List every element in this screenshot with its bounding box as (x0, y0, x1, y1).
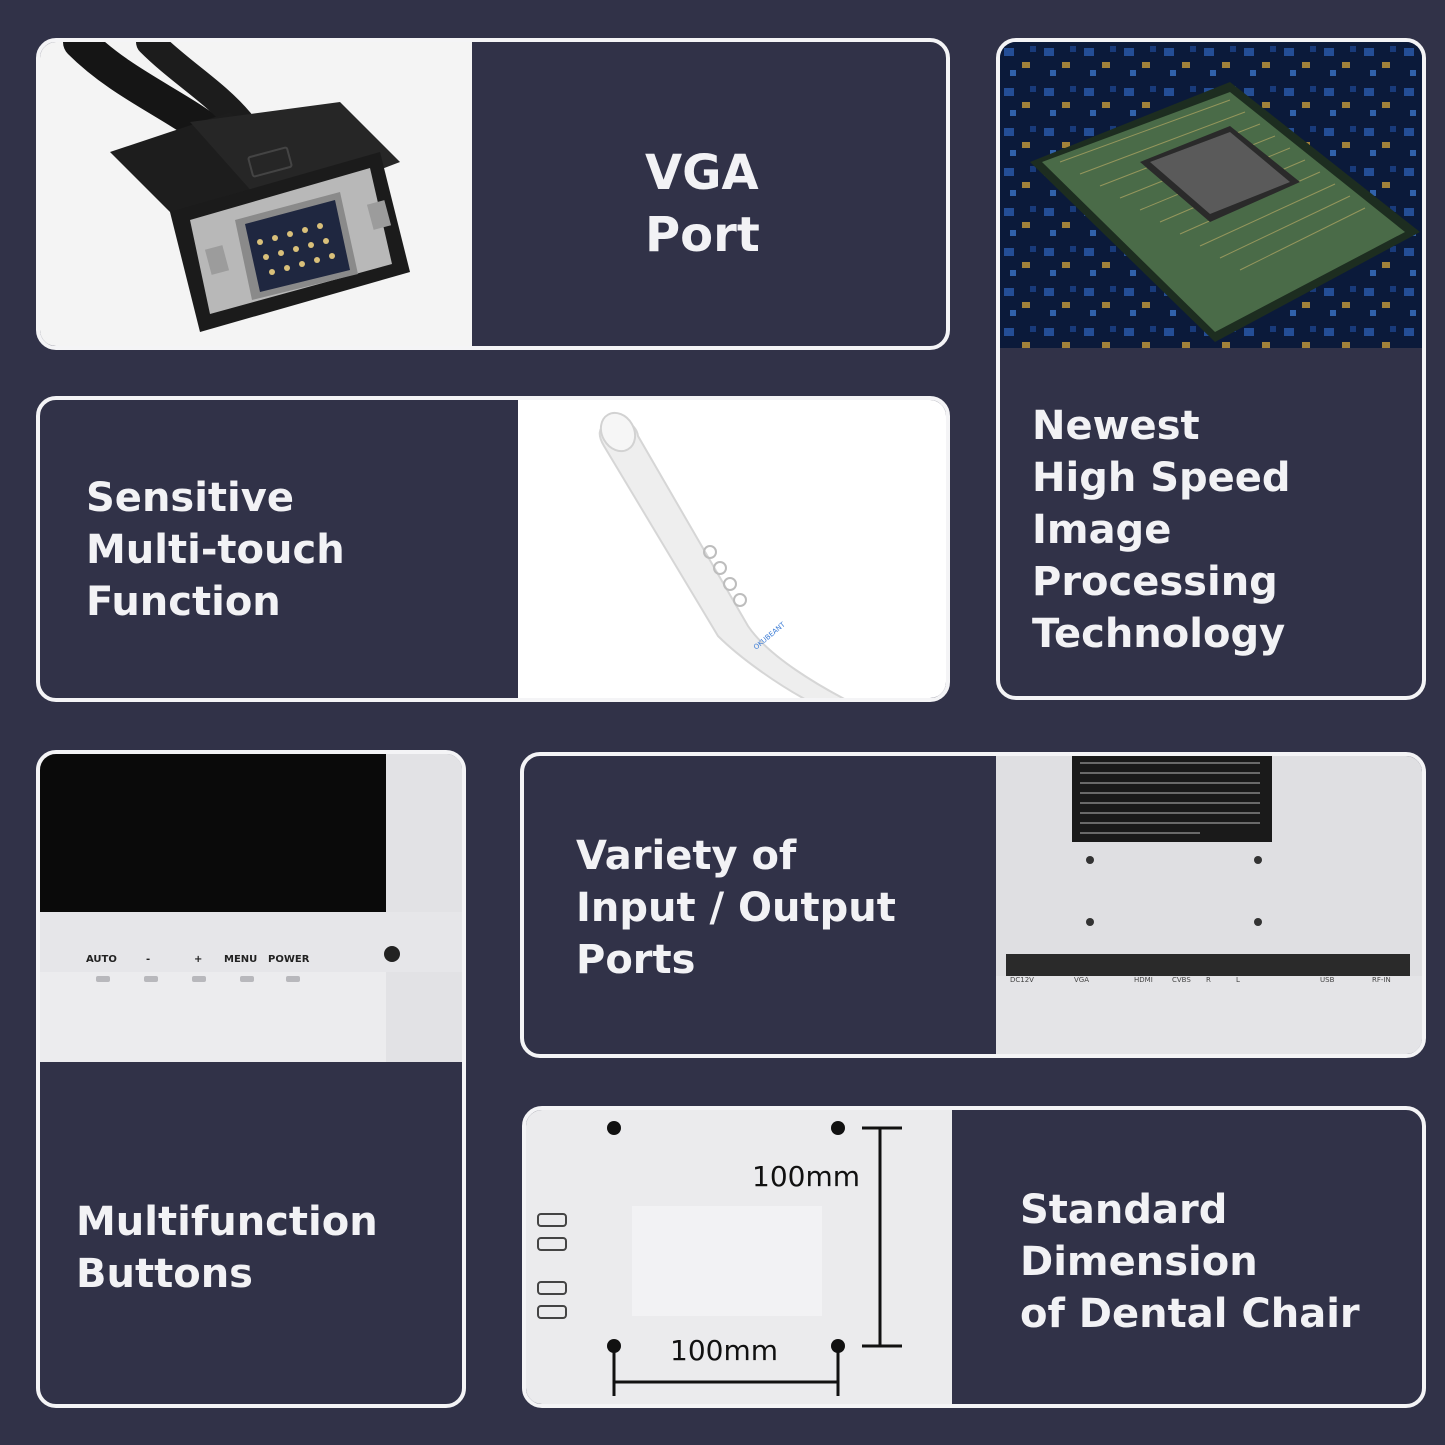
processing-label: Newest High Speed Image Processing Techn… (1032, 400, 1291, 660)
dimension-card: 100mm 100mm Standard Dimension of Dental… (522, 1106, 1426, 1408)
vesa-mount-image: 100mm 100mm (526, 1110, 952, 1404)
monitor-button-labels: AUTO - + MENU POWER (86, 954, 386, 968)
multitouch-line-3: Function (86, 579, 281, 625)
port-hdmi: HDMI (1134, 976, 1153, 984)
buttons-line-1: Multifunction (76, 1199, 378, 1245)
monitor-button-minus: - (146, 954, 151, 965)
dimension-line-3: of Dental Chair (1020, 1291, 1360, 1337)
port-l: L (1236, 976, 1240, 984)
horizontal-dimension-label: 100mm (670, 1334, 778, 1367)
monitor-button-power: POWER (268, 954, 310, 965)
vga-port-label: VGA Port (645, 142, 760, 266)
dimension-line-2: Dimension (1020, 1239, 1258, 1285)
processing-line-2: High Speed (1032, 455, 1291, 501)
ports-line-3: Ports (576, 937, 696, 983)
monitor-button-plus: + (194, 954, 203, 965)
ports-label: Variety of Input / Output Ports (576, 830, 896, 986)
processing-line-4: Processing (1032, 559, 1278, 605)
port-usb: USB (1320, 976, 1335, 984)
multitouch-card: Sensitive Multi-touch Function OKUBEANT (36, 396, 950, 702)
processing-card: Newest High Speed Image Processing Techn… (996, 38, 1426, 700)
port-vga: VGA (1074, 976, 1090, 984)
ports-line-2: Input / Output (576, 885, 896, 931)
port-dc12v: DC12V (1010, 976, 1034, 984)
port-rf-in: RF-IN (1372, 976, 1391, 984)
ports-card: Variety of Input / Output Ports DC12V VG… (520, 752, 1426, 1058)
cpu-chip-image (1000, 42, 1422, 348)
rear-panel-port-labels: DC12V VGA HDMI CVBS R L RF-IN USB (1010, 976, 1410, 986)
ports-line-1: Variety of (576, 833, 797, 879)
rear-panel-image: DC12V VGA HDMI CVBS R L RF-IN USB (996, 756, 1422, 1054)
port-r: R (1206, 976, 1211, 984)
multitouch-label: Sensitive Multi-touch Function (86, 472, 345, 628)
buttons-label: Multifunction Buttons (76, 1196, 378, 1300)
vga-port-line-2: Port (645, 207, 760, 263)
monitor-button-menu: MENU (224, 954, 258, 965)
vga-port-card: VGA Port (36, 38, 950, 350)
monitor-buttons-image: AUTO - + MENU POWER (40, 754, 462, 1062)
monitor-button-auto: AUTO (86, 954, 117, 965)
vga-port-line-1: VGA (645, 145, 759, 201)
port-cvbs: CVBS (1172, 976, 1191, 984)
processing-line-3: Image (1032, 507, 1172, 553)
multitouch-line-1: Sensitive (86, 475, 294, 521)
vga-connector-image (40, 42, 472, 346)
processing-line-1: Newest (1032, 403, 1200, 449)
intraoral-camera-image: OKUBEANT (518, 400, 946, 698)
processing-line-5: Technology (1032, 611, 1286, 657)
multitouch-line-2: Multi-touch (86, 527, 345, 573)
camera-brand-text: OKUBEANT (752, 620, 787, 651)
vertical-dimension-label: 100mm (752, 1160, 860, 1193)
buttons-card: AUTO - + MENU POWER Multifunction Button… (36, 750, 466, 1408)
dimension-line-1: Standard (1020, 1187, 1228, 1233)
buttons-line-2: Buttons (76, 1251, 253, 1297)
dimension-label: Standard Dimension of Dental Chair (1020, 1184, 1360, 1340)
